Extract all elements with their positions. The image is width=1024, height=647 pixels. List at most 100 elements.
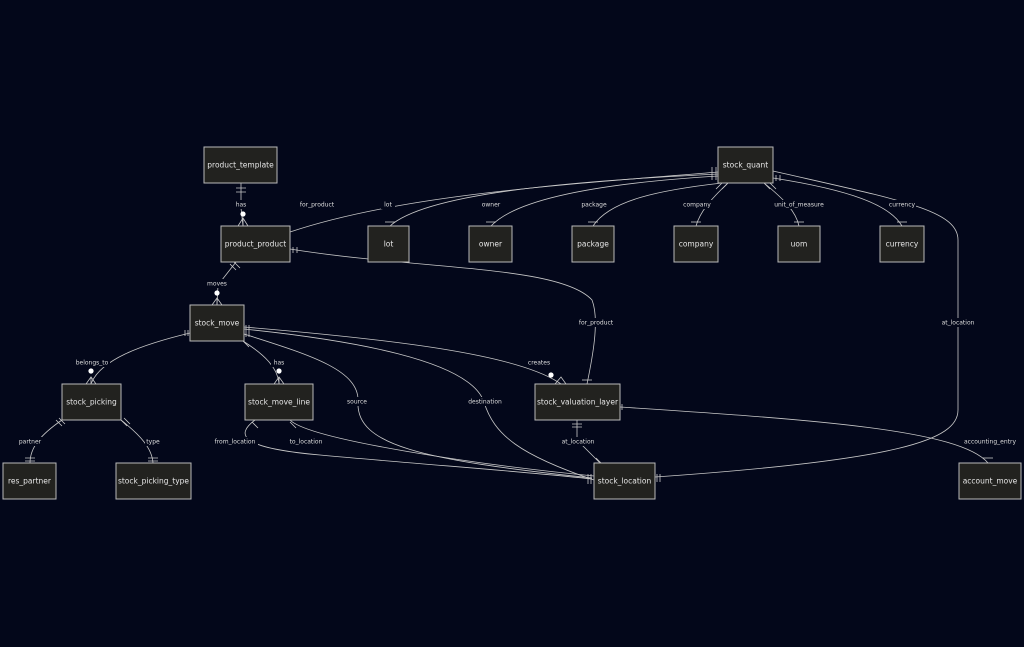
- entity-res-partner[interactable]: res_partner: [2, 462, 57, 500]
- label-company: company: [682, 200, 712, 209]
- label-at-location-quant: at_location: [938, 318, 978, 327]
- label-for-product-quant: for_product: [297, 200, 337, 209]
- entity-label: res_partner: [8, 477, 52, 486]
- dot-moves: [214, 290, 220, 296]
- entity-product-template[interactable]: product_template: [203, 146, 278, 184]
- rel-label: unit_of_measure: [774, 202, 824, 209]
- rel-label: partner: [19, 439, 42, 446]
- entity-stock-valuation-layer[interactable]: stock_valuation_layer: [534, 383, 621, 421]
- edge-quant-currency: [772, 177, 903, 227]
- cardinality-marks: [25, 167, 993, 484]
- edge-line-from: [244, 419, 593, 480]
- edge-quant-package: [592, 182, 723, 227]
- entity-label: stock_quant: [723, 161, 769, 170]
- label-owner: owner: [480, 200, 502, 209]
- rel-label: moves: [207, 281, 227, 288]
- label-for-product-valuation: for_product: [576, 318, 616, 327]
- entities: product_template stock_quant product_pro…: [2, 146, 1022, 500]
- label-type: type: [145, 437, 161, 446]
- entity-stock-picking-type[interactable]: stock_picking_type: [115, 462, 192, 500]
- edges: [29, 170, 989, 481]
- rel-label: company: [683, 202, 711, 209]
- entity-stock-move-line[interactable]: stock_move_line: [244, 383, 314, 421]
- label-from-location: from_location: [212, 437, 258, 446]
- edge-line-to: [289, 419, 595, 477]
- rel-label: type: [146, 439, 160, 446]
- edge-move-source: [243, 333, 593, 479]
- rel-label: owner: [482, 202, 501, 209]
- label-partner: partner: [17, 437, 43, 446]
- entity-company[interactable]: company: [673, 225, 719, 263]
- edge-move-valuation: [243, 326, 562, 385]
- relationship-labels: has for_product lot owner package compan…: [17, 200, 1017, 446]
- rel-label: belongs_to: [76, 360, 109, 367]
- entity-label: package: [577, 240, 609, 249]
- entity-label: owner: [479, 240, 503, 249]
- rel-label: from_location: [215, 439, 256, 446]
- label-currency: currency: [888, 200, 916, 209]
- rel-label: at_location: [562, 439, 595, 446]
- edge-quant-owner: [490, 175, 719, 227]
- label-belongs-to: belongs_to: [74, 358, 110, 367]
- entity-currency[interactable]: currency: [879, 225, 925, 263]
- label-accounting-entry: accounting_entry: [963, 437, 1017, 446]
- label-at-location-valuation: at_location: [558, 437, 598, 446]
- dot-has-template: [240, 211, 246, 217]
- entity-uom[interactable]: uom: [777, 225, 821, 263]
- rel-label: package: [581, 202, 607, 209]
- rel-label: has: [274, 360, 285, 367]
- entity-label: product_product: [225, 240, 287, 249]
- entity-label: company: [679, 240, 714, 249]
- rel-label: has: [236, 202, 247, 209]
- entity-label: stock_move_line: [248, 398, 310, 407]
- entity-label: product_template: [207, 161, 274, 170]
- edge-quant-location: [654, 170, 959, 478]
- entity-lot[interactable]: lot: [367, 225, 410, 263]
- rel-label: for_product: [300, 202, 335, 209]
- rel-label: source: [347, 399, 367, 406]
- edge-move-line: [242, 340, 280, 385]
- entity-label: stock_picking_type: [118, 477, 189, 486]
- label-package: package: [580, 200, 608, 209]
- dot-creates: [548, 372, 554, 378]
- entity-package[interactable]: package: [571, 225, 615, 263]
- rel-label: lot: [384, 202, 392, 209]
- rel-label: to_location: [290, 439, 323, 446]
- rel-label: at_location: [942, 320, 975, 327]
- rel-label: creates: [528, 360, 550, 367]
- dot-has-lines: [276, 368, 282, 374]
- dot-belongs-to: [88, 368, 94, 374]
- label-moves: moves: [206, 279, 228, 288]
- entity-stock-move[interactable]: stock_move: [189, 304, 245, 342]
- label-to-location: to_location: [287, 437, 325, 446]
- label-has-template: has: [233, 200, 249, 209]
- edge-quant-product: [289, 171, 719, 233]
- entity-label: stock_picking: [66, 398, 117, 407]
- label-creates: creates: [526, 358, 552, 367]
- label-unit-of-measure: unit_of_measure: [774, 200, 824, 209]
- entity-owner[interactable]: owner: [468, 225, 513, 263]
- entity-label: account_move: [963, 477, 1018, 486]
- label-lot: lot: [381, 200, 395, 209]
- rel-label: accounting_entry: [964, 439, 1016, 446]
- entity-stock-location[interactable]: stock_location: [593, 462, 656, 500]
- label-destination: destination: [465, 397, 505, 406]
- entity-label: uom: [791, 240, 808, 249]
- label-source: source: [344, 397, 370, 406]
- entity-label: stock_move: [195, 319, 240, 328]
- entity-label: currency: [886, 240, 919, 249]
- entity-stock-picking[interactable]: stock_picking: [61, 383, 122, 421]
- entity-account-move[interactable]: account_move: [958, 462, 1022, 500]
- edge-move-destination: [243, 328, 595, 481]
- entity-label: lot: [384, 240, 394, 249]
- rel-label: currency: [889, 202, 916, 209]
- edge-move-picking: [90, 332, 191, 385]
- entity-stock-quant[interactable]: stock_quant: [717, 146, 774, 184]
- entity-label: stock_valuation_layer: [537, 398, 619, 407]
- rel-label: for_product: [579, 320, 614, 327]
- edge-picking-type: [120, 419, 154, 464]
- label-has-lines: has: [271, 358, 287, 367]
- edge-valuation-account: [619, 406, 989, 464]
- entity-product-product[interactable]: product_product: [220, 225, 291, 263]
